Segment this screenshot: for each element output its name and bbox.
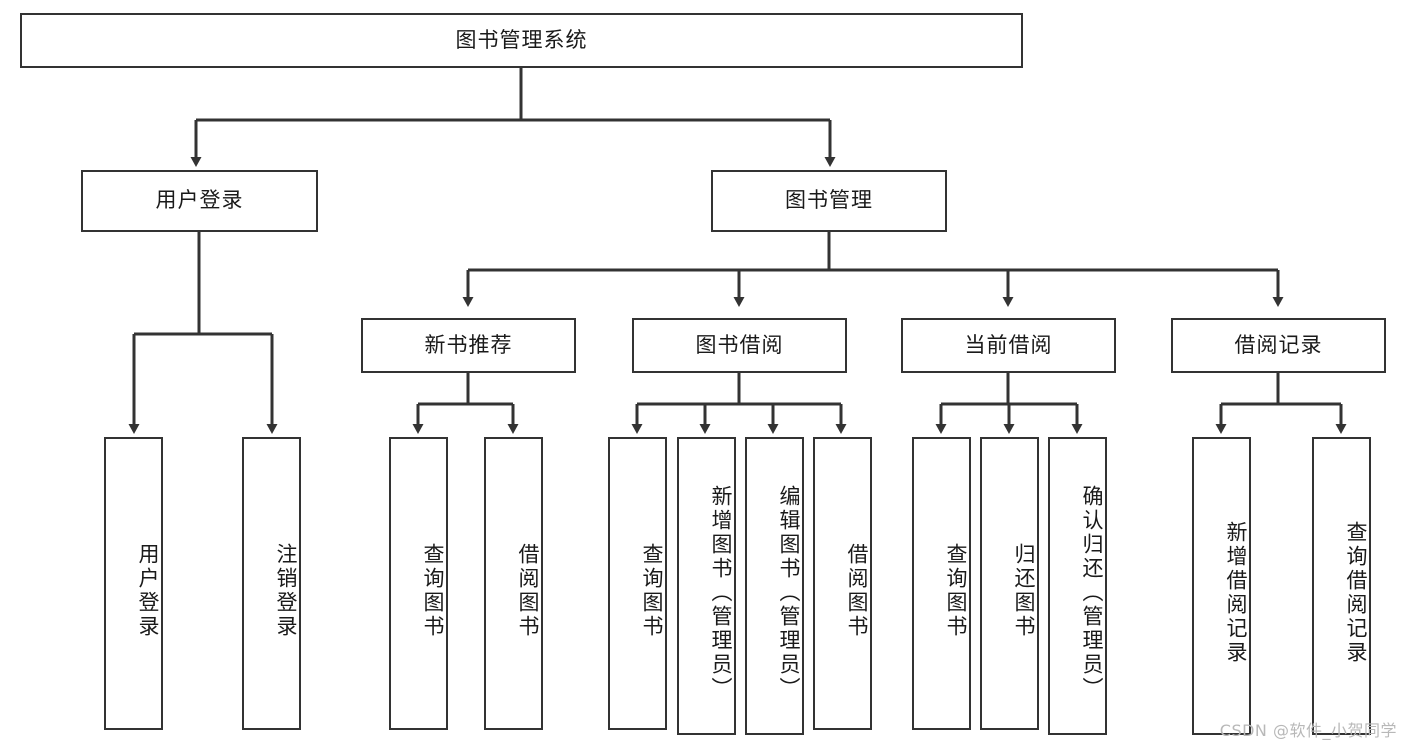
leaf-current-borrow-query-book[interactable]: 查询图书 <box>912 437 971 730</box>
node-label: 查询借阅记录 <box>1344 521 1368 665</box>
node-label: 新增借阅记录 <box>1224 521 1248 665</box>
node-label: 新增图书（管理员） <box>709 485 733 701</box>
leaf-borrow-record-add-record[interactable]: 新增借阅记录 <box>1192 437 1251 735</box>
node-label: 图书管理 <box>785 188 873 213</box>
leaf-current-borrow-return-book[interactable]: 归还图书 <box>980 437 1039 730</box>
leaf-borrow-record-query-record[interactable]: 查询借阅记录 <box>1312 437 1371 735</box>
node-label: 查询图书 <box>640 542 664 639</box>
node-label: 用户登录 <box>155 188 244 213</box>
leaf-new-book-borrow-book[interactable]: 借阅图书 <box>484 437 543 730</box>
node-label: 图书管理系统 <box>455 27 588 52</box>
node-root-book-management-system[interactable]: 图书管理系统 <box>20 13 1023 68</box>
node-label: 查询图书 <box>944 542 968 639</box>
node-label: 注销登录 <box>274 542 298 639</box>
node-label: 新书推荐 <box>424 332 513 357</box>
node-book-borrow[interactable]: 图书借阅 <box>632 318 847 373</box>
leaf-current-borrow-confirm-return-admin[interactable]: 确认归还（管理员） <box>1048 437 1107 735</box>
node-current-borrow[interactable]: 当前借阅 <box>901 318 1116 373</box>
node-label: 确认归还（管理员） <box>1080 485 1104 701</box>
node-label: 当前借阅 <box>964 332 1053 357</box>
node-borrow-record[interactable]: 借阅记录 <box>1171 318 1386 373</box>
node-label: 查询图书 <box>421 542 445 639</box>
node-book-management[interactable]: 图书管理 <box>711 170 947 232</box>
node-new-book-recommend[interactable]: 新书推荐 <box>361 318 576 373</box>
node-label: 归还图书 <box>1012 542 1036 639</box>
node-user-login[interactable]: 用户登录 <box>81 170 318 232</box>
leaf-book-borrow-edit-book-admin[interactable]: 编辑图书（管理员） <box>745 437 804 735</box>
node-label: 用户登录 <box>136 542 160 639</box>
leaf-user-login-login[interactable]: 用户登录 <box>104 437 163 730</box>
leaf-book-borrow-add-book-admin[interactable]: 新增图书（管理员） <box>677 437 736 735</box>
node-label: 编辑图书（管理员） <box>777 485 801 701</box>
leaf-book-borrow-borrow-book[interactable]: 借阅图书 <box>813 437 872 730</box>
node-label: 图书借阅 <box>695 332 784 357</box>
leaf-book-borrow-query-book[interactable]: 查询图书 <box>608 437 667 730</box>
leaf-user-login-logout[interactable]: 注销登录 <box>242 437 301 730</box>
node-label: 借阅图书 <box>516 542 540 639</box>
node-label: 借阅记录 <box>1234 332 1323 357</box>
node-label: 借阅图书 <box>845 542 869 639</box>
leaf-new-book-query-book[interactable]: 查询图书 <box>389 437 448 730</box>
